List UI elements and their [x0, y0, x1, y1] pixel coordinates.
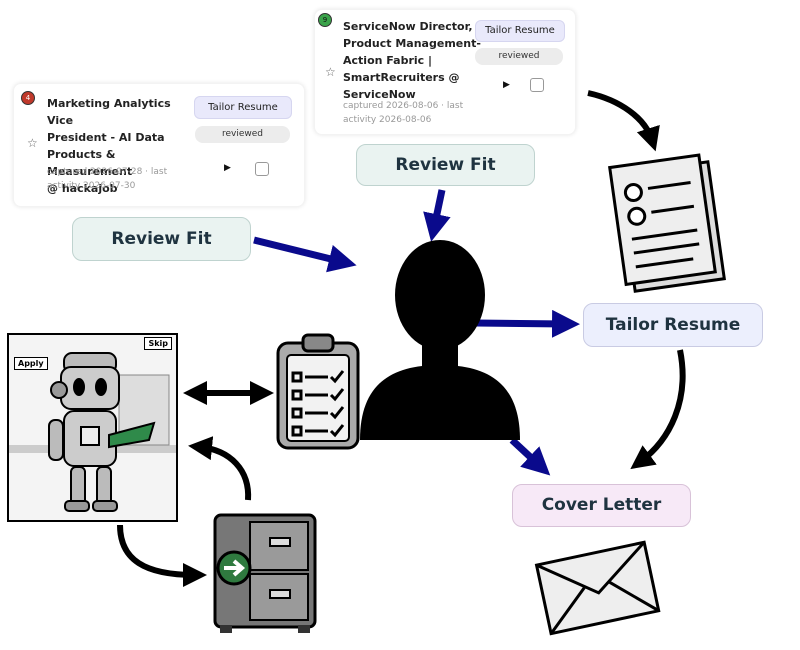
play-icon[interactable]: ▶ — [224, 163, 231, 173]
priority-badge: 9 — [318, 13, 332, 27]
meta-line: activity 2026-08-06 — [343, 115, 432, 125]
review-fit-label-top[interactable]: Review Fit — [356, 144, 535, 186]
job-title-line: Product Management- — [343, 37, 481, 50]
job-title-line: ServiceNow — [343, 88, 416, 101]
job-title-line: Products & Measurement — [47, 148, 133, 178]
meta-line: activity 2026-07-30 — [47, 181, 136, 191]
arrow-to-cover — [509, 437, 551, 476]
meta-line: captured 2026-08-06 · last — [343, 101, 464, 111]
robot-illustration-icon — [9, 352, 176, 512]
status-badge: reviewed — [475, 48, 563, 65]
job-title-line: Action Fabric | — [343, 54, 433, 67]
cover-letter-label[interactable]: Cover Letter — [512, 484, 691, 527]
arrow-card-to-resume — [587, 90, 660, 152]
arrow-cabinet-to-robot — [188, 436, 252, 501]
star-icon[interactable]: ☆ — [27, 136, 38, 150]
status-badge: reviewed — [195, 126, 290, 143]
tailor-resume-button[interactable]: Tailor Resume — [475, 20, 565, 42]
priority-badge: 4 — [21, 91, 35, 105]
envelope-icon — [534, 540, 661, 636]
arrow-robot-to-cabinet — [117, 524, 207, 587]
job-meta: captured 2026-08-06 · last activity 2026… — [343, 99, 483, 127]
star-icon[interactable]: ☆ — [325, 65, 336, 79]
job-title: Marketing Analytics Vice President - AI … — [47, 95, 197, 197]
arrow-review-fit-left — [253, 236, 357, 273]
job-title-line: ServiceNow Director, — [343, 20, 473, 33]
skip-button[interactable]: Skip — [144, 337, 172, 350]
job-title-line: @ hackajob — [47, 182, 118, 195]
job-title-line: President - AI Data — [47, 131, 165, 144]
job-card-servicenow-director[interactable]: 9 ☆ ServiceNow Director, Product Managem… — [314, 9, 576, 135]
resume-document-icon — [608, 153, 726, 293]
person-silhouette-icon — [360, 240, 520, 440]
apply-button[interactable]: Apply — [14, 357, 48, 370]
job-title-line: SmartRecruiters @ — [343, 71, 460, 84]
arrow-tailor-to-cover — [630, 349, 686, 470]
meta-line: captured 2026-07-28 · last — [47, 167, 168, 177]
tailor-resume-button[interactable]: Tailor Resume — [194, 96, 292, 119]
robot-panel: Apply Skip — [7, 333, 178, 522]
review-fit-label-left[interactable]: Review Fit — [72, 217, 251, 261]
play-icon[interactable]: ▶ — [503, 80, 510, 90]
tailor-resume-label[interactable]: Tailor Resume — [583, 303, 763, 347]
arrow-to-tailor — [474, 309, 580, 338]
select-checkbox[interactable] — [255, 162, 269, 176]
checklist-clipboard-icon — [276, 333, 360, 450]
job-card-marketing-analytics[interactable]: 4 ☆ Marketing Analytics Vice President -… — [13, 83, 305, 207]
select-checkbox[interactable] — [530, 78, 544, 92]
job-meta: captured 2026-07-28 · last activity 2026… — [47, 165, 197, 193]
job-title-line: Marketing Analytics Vice — [47, 97, 171, 127]
arrow-review-fit-top — [423, 189, 451, 242]
filing-cabinet-icon — [213, 513, 317, 633]
job-title: ServiceNow Director, Product Management-… — [343, 18, 483, 103]
